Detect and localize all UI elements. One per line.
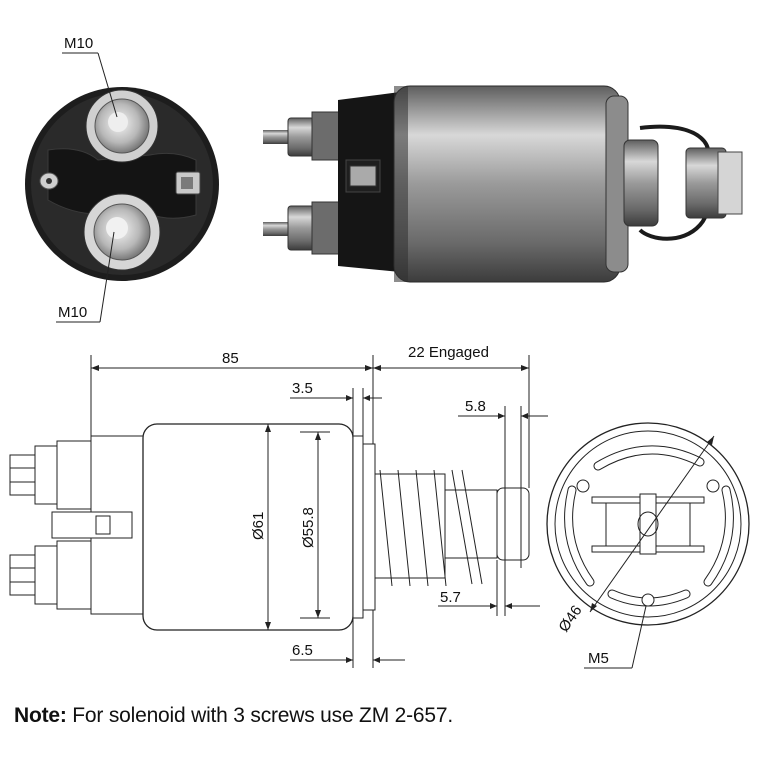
length-label: 85 <box>222 350 239 367</box>
flange-label: 3.5 <box>292 380 313 397</box>
note-prefix: Note: <box>14 704 67 727</box>
stud-top <box>263 130 293 144</box>
dimension-inner-dia: Ø55.8 <box>300 431 330 619</box>
dimension-base: 6.5 <box>290 610 405 668</box>
m10-callout-bottom: M10 <box>56 231 115 323</box>
engaged-label: 22 Engaged <box>408 344 489 361</box>
tab-terminal-drawing <box>51 511 133 539</box>
base-label: 6.5 <box>292 642 313 659</box>
m5-callout: M5 <box>584 605 647 669</box>
pin-right-label: 5.8 <box>465 398 486 415</box>
side-drawing <box>9 423 530 631</box>
m10-callout-top: M10 <box>62 35 118 118</box>
dimension-pin-right: 5.8 <box>458 398 548 480</box>
body-outline <box>142 423 354 631</box>
plunger <box>623 139 659 227</box>
dimension-flange: 3.5 <box>290 380 382 436</box>
end-view-photo <box>25 87 219 281</box>
dimension-pin-left: 5.7 <box>438 560 540 616</box>
dimension-body-dia: Ø61 <box>250 424 271 630</box>
note-text: Note: For solenoid with 3 screws use ZM … <box>14 704 453 728</box>
pin-left-label: 5.7 <box>440 589 461 606</box>
inner-dia-label: Ø55.8 <box>300 507 317 548</box>
end-view-drawing <box>546 422 750 626</box>
side-view-photo <box>263 85 743 283</box>
note-body: For solenoid with 3 screws use ZM 2-657. <box>66 704 453 727</box>
body-dia-label: Ø61 <box>250 512 267 540</box>
bolt-circle-label: Ø46 <box>555 602 585 635</box>
m10-label-top: M10 <box>64 35 93 52</box>
m5-label: M5 <box>588 650 609 667</box>
fork-drawing <box>496 487 530 561</box>
m10-label-bottom: M10 <box>58 304 87 321</box>
dimension-length: 85 <box>90 350 374 444</box>
dimension-engaged: 22 Engaged <box>373 344 530 488</box>
terminal-insulator <box>47 148 197 219</box>
m5-screw-hole <box>641 593 655 607</box>
stud-bottom <box>263 222 293 236</box>
solenoid-body <box>393 85 621 283</box>
